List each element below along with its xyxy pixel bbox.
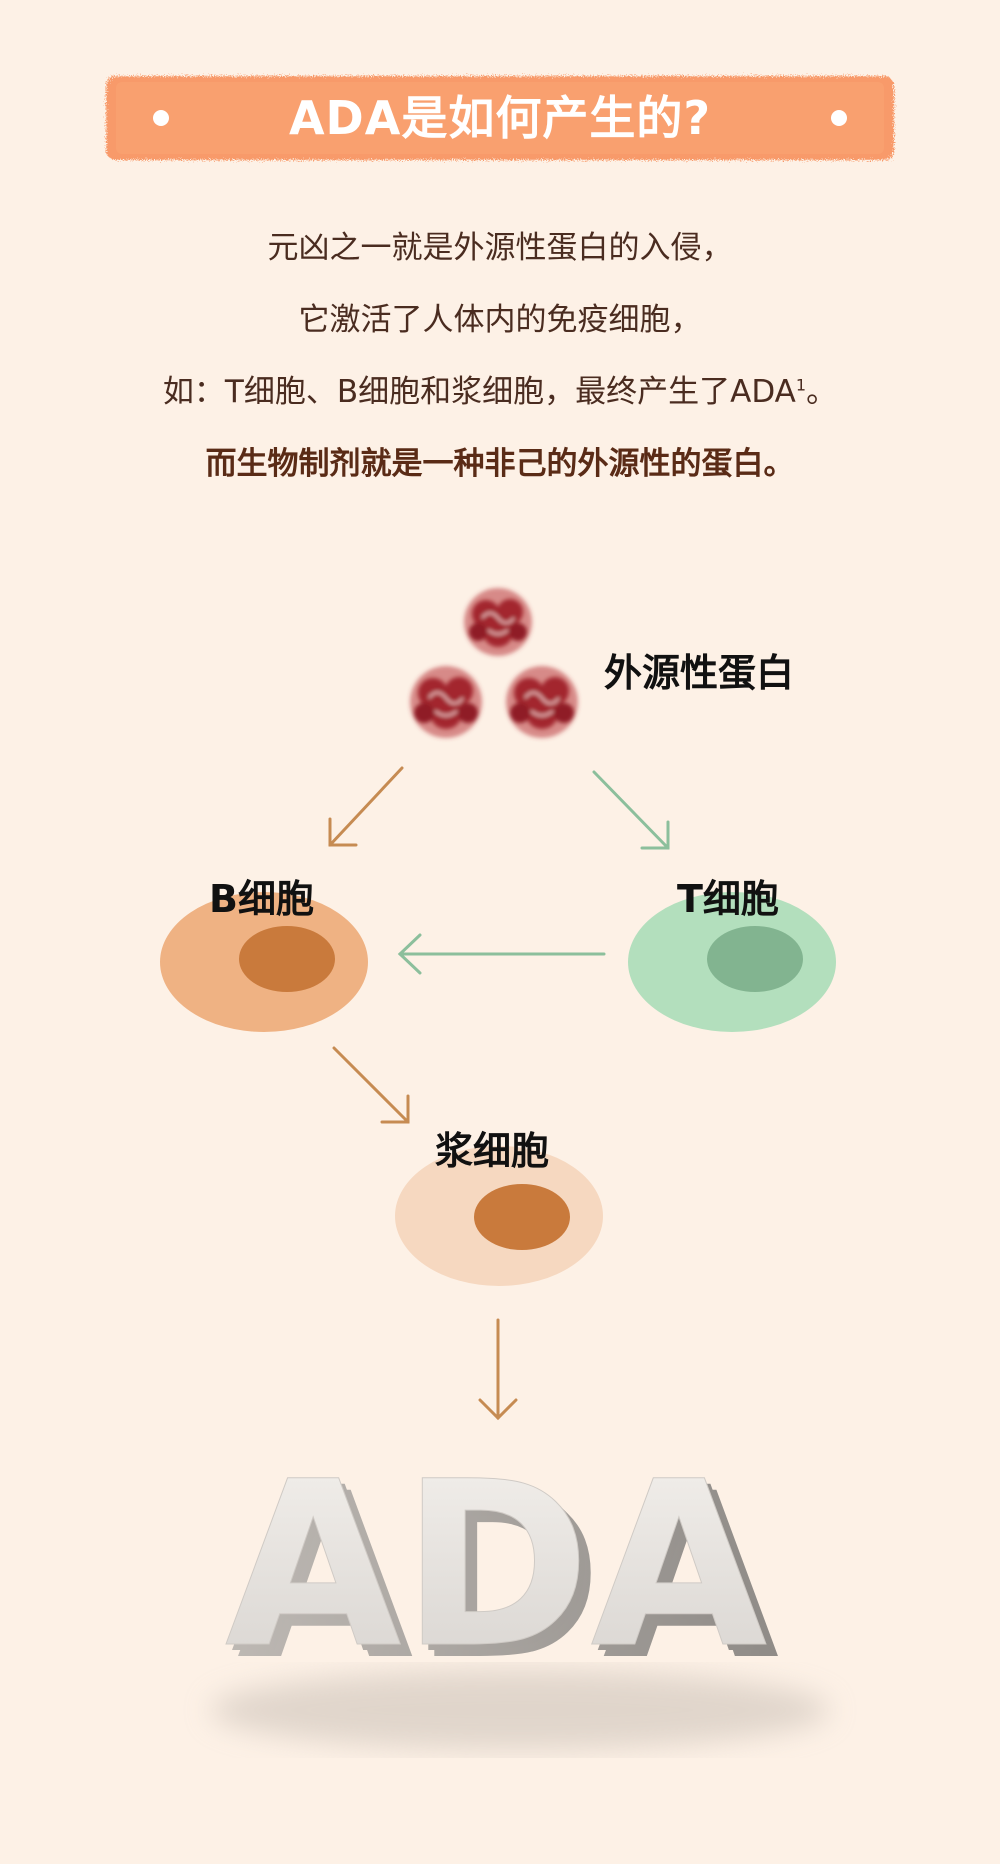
intro-line-1: 元凶之一就是外源性蛋白的入侵， xyxy=(267,230,733,266)
label-t-cell: T细胞 xyxy=(677,877,779,921)
title-banner: ADA是如何产生的? xyxy=(98,68,902,168)
diagram-graphics: ADA ADA ADA xyxy=(160,588,836,1750)
page-title: ADA是如何产生的? xyxy=(288,91,712,145)
intro-line-4-emphasis: 而生物制剂就是一种非己的外源性的蛋白。 xyxy=(205,446,795,482)
ada-formation-diagram: ADA ADA ADA 外源性蛋白 B细胞 T细胞 浆细胞 xyxy=(0,560,1000,1860)
ada-letters-face: ADA xyxy=(225,1432,767,1698)
b-cell-icon xyxy=(160,892,368,1032)
t-cell-icon xyxy=(628,892,836,1032)
arrow-protein-to-t-cell xyxy=(592,770,670,850)
banner-dot-right xyxy=(831,110,847,126)
arrow-protein-to-b-cell xyxy=(328,766,404,847)
arrow-plasma-cell-to-ada xyxy=(478,1318,518,1421)
plasma-cell-icon xyxy=(395,1146,603,1286)
intro-line-2: 它激活了人体内的免疫细胞， xyxy=(298,302,702,338)
banner-background xyxy=(106,76,894,160)
ada-letters-extrusion-2: ADA xyxy=(231,1438,773,1704)
label-plasma-cell: 浆细胞 xyxy=(435,1129,550,1173)
foreign-protein-icon xyxy=(410,588,578,738)
intro-line-3-text: 如：T细胞、B细胞和浆细胞，最终产生了ADA xyxy=(162,374,796,410)
intro-line-3: 如：T细胞、B细胞和浆细胞，最终产生了ADA1。 xyxy=(0,366,1000,411)
banner-dot-left xyxy=(153,110,169,126)
ada-letters-extrusion: ADA xyxy=(237,1444,779,1710)
arrow-b-cell-to-plasma-cell xyxy=(332,1046,410,1124)
label-foreign-protein: 外源性蛋白 xyxy=(604,651,795,695)
ada-3d-letters: ADA ADA ADA xyxy=(210,1432,830,1750)
label-b-cell: B细胞 xyxy=(209,877,314,921)
footnote-marker: 1 xyxy=(795,375,807,395)
intro-line-3-end: 。 xyxy=(806,374,838,410)
arrow-t-cell-to-b-cell xyxy=(397,933,606,975)
